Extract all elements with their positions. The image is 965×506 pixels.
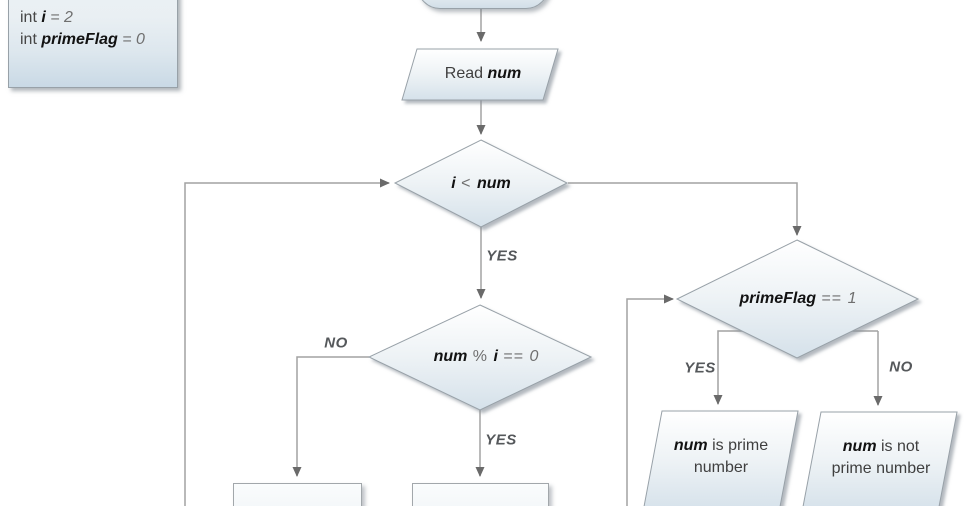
read-num-label: Read num [444,65,522,82]
read-num-parallelogram [401,48,559,101]
output-prime-label: num is prime number [673,437,769,476]
loop-condition-label: i < num [451,175,511,192]
process-rect-right [412,483,549,506]
declaration-line-2: int primeFlag = 0 [20,31,145,48]
flag-condition-diamond [675,239,920,359]
loop-condition-diamond [393,139,569,228]
output-prime-parallelogram [643,410,799,506]
mod-condition-diamond [367,304,593,411]
output-not-prime-label: num is not prime number [831,438,931,477]
connector-loop-no-to-flag-cond [568,182,802,236]
connector-loopback-to-loop-cond [184,178,390,506]
connector-bottom-to-flag-cond [626,294,674,506]
mod-condition-label: num % i == 0 [433,348,539,365]
start-terminal [417,0,549,9]
edge-label-flag-yes: YES [684,359,716,377]
edge-label-mod-yes: YES [485,431,517,449]
edge-label-flag-no: NO [889,358,913,376]
edge-label-mod-no: NO [324,334,348,352]
connector-mod-no-to-proc-left [292,356,369,477]
output-not-prime-parallelogram [802,411,958,506]
flag-condition-label: primeFlag == 1 [739,290,857,307]
declaration-line-1: int i = 2 [20,9,73,26]
process-rect-left [233,483,362,506]
edge-label-loop-yes: YES [486,247,518,265]
declaration-note: int i = 2 int primeFlag = 0 [8,0,178,88]
